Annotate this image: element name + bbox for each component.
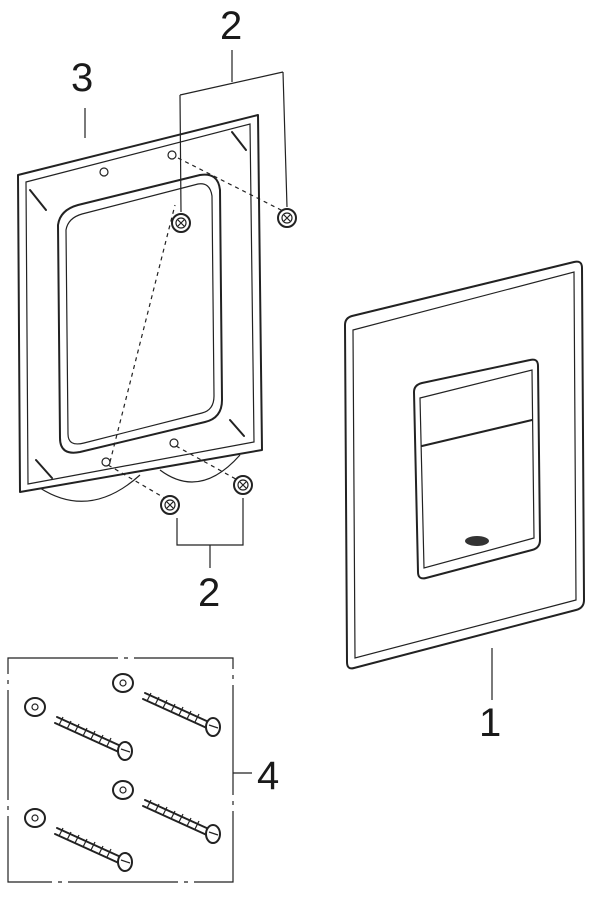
callout-1: 1 (479, 701, 502, 745)
callout-2-bottom: 2 (198, 571, 221, 615)
small-screws (160, 208, 297, 515)
screw-kit-box (7, 657, 234, 883)
mounting-frame (17, 114, 288, 502)
brand-logo-icon (465, 536, 489, 546)
leader-lines (84, 50, 493, 774)
callout-2-top: 2 (220, 4, 243, 48)
callout-3: 3 (71, 56, 94, 100)
callout-4: 4 (257, 754, 280, 798)
cover-plate (344, 260, 585, 670)
